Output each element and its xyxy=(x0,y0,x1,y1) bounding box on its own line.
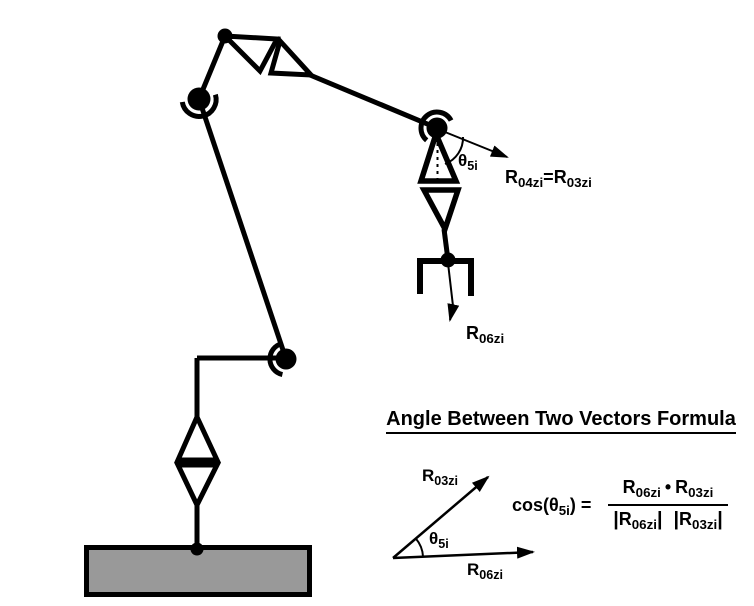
diagram-angle-label: θ5i xyxy=(429,529,449,551)
num-r03-symbol: R xyxy=(675,477,689,497)
diagram-r06-subscript: 06zi xyxy=(479,567,504,582)
link-upper-arm xyxy=(309,72,438,131)
formula-fraction: R06zi•R03zi |R06zi||R03zi| xyxy=(606,477,730,533)
joint-shoulder-arc xyxy=(179,93,219,119)
vector-r04zi-arrow xyxy=(439,129,509,158)
prismatic-symbol-lower-down xyxy=(174,462,222,511)
diagram-angle-arc xyxy=(415,537,424,557)
gripper-hub xyxy=(440,252,456,268)
diagram-r03-subscript: 03zi xyxy=(434,473,459,488)
cos-close-equals: ) = xyxy=(569,495,592,515)
r04-symbol: R xyxy=(505,167,518,187)
formula-section-title-text: Angle Between Two Vectors Formula xyxy=(386,408,736,434)
prismatic-symbol-lower-up xyxy=(174,410,221,463)
wrist-angle-label: θ5i xyxy=(458,151,478,173)
formula-denominator: |R06zi||R03zi| xyxy=(606,508,730,533)
joint-wrist-arc xyxy=(418,109,454,143)
den-r06-symbol: R xyxy=(618,509,632,530)
num-r06-symbol: R xyxy=(622,477,636,497)
formula-section-title: Angle Between Two Vectors Formula xyxy=(370,408,752,434)
r03-symbol: R xyxy=(553,167,567,187)
diagram-r03-symbol: R xyxy=(422,466,435,485)
joint-top xyxy=(217,28,233,44)
diagram-theta-subscript: 5i xyxy=(438,536,449,551)
num-r03-subscript: 03zi xyxy=(688,484,714,500)
r06-symbol: R xyxy=(466,323,479,343)
diagram-r06zi-label: R06zi xyxy=(467,560,503,582)
vector-r06zi-arrow xyxy=(447,262,460,322)
abs-bar: | xyxy=(673,508,680,531)
diagram-r06-symbol: R xyxy=(467,560,480,579)
joint-elbow-arc xyxy=(267,341,284,378)
den-r03-subscript: 03zi xyxy=(692,517,718,533)
formula-numerator: R06zi•R03zi xyxy=(606,477,730,501)
r06-subscript: 06zi xyxy=(479,330,505,346)
theta-symbol: θ xyxy=(458,151,468,170)
den-r06-subscript: 06zi xyxy=(631,517,657,533)
prismatic-symbol-upper-2 xyxy=(267,35,317,78)
diagram-theta-symbol: θ xyxy=(429,529,439,548)
joint-base xyxy=(190,542,204,556)
dot-product-symbol: • xyxy=(664,477,672,497)
cos-theta: θ xyxy=(549,495,559,515)
cos-open: cos( xyxy=(512,495,550,515)
wrist-triangle-lower xyxy=(419,187,462,236)
prismatic-symbol-upper-1 xyxy=(218,33,282,76)
joint-wrist xyxy=(426,117,448,139)
diagram-r03zi-label: R03zi xyxy=(422,466,458,488)
abs-bar: | xyxy=(613,508,619,531)
den-r03-symbol: R xyxy=(679,509,693,530)
r04-subscript: 04zi xyxy=(518,174,544,190)
theta-subscript: 5i xyxy=(467,158,478,173)
abs-bar: | xyxy=(717,508,723,531)
cos-theta-subscript: 5i xyxy=(558,502,570,518)
link-forearm xyxy=(196,98,289,360)
diagram-vector-r06zi-arrow xyxy=(392,546,535,560)
equals-sign: = xyxy=(543,167,554,187)
joint-shoulder xyxy=(187,87,211,111)
r03-subscript: 03zi xyxy=(566,174,592,190)
num-r06-subscript: 06zi xyxy=(635,484,661,500)
equation-lhs: cos(θ5i) = xyxy=(512,495,591,519)
fraction-bar xyxy=(608,503,728,507)
end-effector-vector-label: R06zi xyxy=(466,323,504,347)
wrist-vector-equality-label: R04zi=R03zi xyxy=(505,167,592,191)
diagram-vector-r03zi-arrow xyxy=(392,475,490,559)
abs-bar: | xyxy=(656,508,663,531)
joint-elbow xyxy=(275,348,297,370)
